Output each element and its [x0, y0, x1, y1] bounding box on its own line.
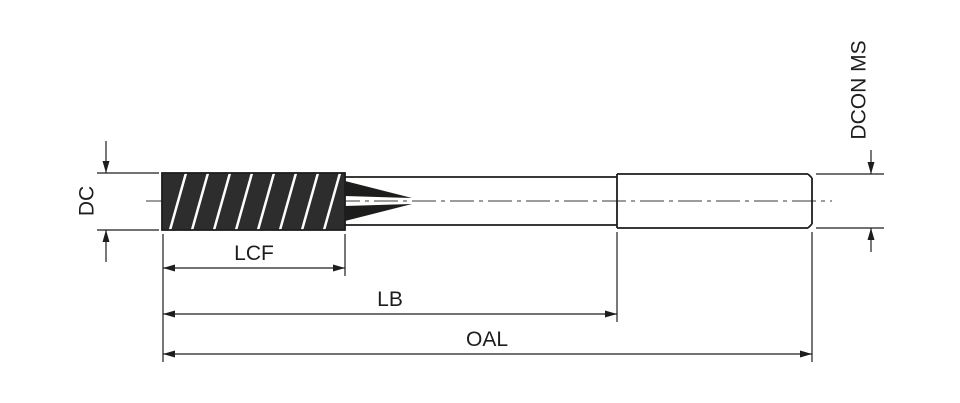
lcf-label: LCF [234, 242, 274, 265]
flute-outline [161, 172, 346, 231]
dimension-dcon-ms: DCON MS [816, 40, 884, 252]
dimension-oal: OAL [163, 232, 813, 362]
dimension-lb: LB [163, 232, 618, 322]
shank-chamfer-bottom [807, 223, 813, 229]
lcf-arrow-right [333, 264, 345, 272]
dcon-ms-label: DCON MS [848, 40, 871, 139]
dcon-arrow-top [867, 162, 875, 174]
flute-area [162, 173, 345, 230]
dc-arrow-top [102, 161, 110, 173]
dc-label: DC [76, 186, 99, 216]
lb-arrow-right [605, 310, 617, 318]
oal-label: OAL [466, 328, 508, 351]
oal-arrow-right [800, 350, 812, 358]
reamer-part [161, 172, 813, 231]
lcf-arrow-left [163, 264, 175, 272]
dimension-dc: DC [76, 141, 159, 262]
oal-arrow-left [163, 350, 175, 358]
dimension-lcf: LCF [162, 234, 346, 362]
shank-chamfer-top [807, 173, 813, 179]
lb-arrow-left [163, 310, 175, 318]
body-section [345, 174, 618, 228]
shank-section [617, 173, 813, 229]
lb-label: LB [377, 288, 403, 311]
flute-runout-lower [345, 204, 412, 221]
dc-arrow-bottom [102, 230, 110, 242]
flute-section [161, 172, 412, 231]
flute-helix-streaks [168, 173, 342, 230]
flute-runout-upper [345, 181, 412, 198]
dcon-arrow-bottom [867, 228, 875, 240]
